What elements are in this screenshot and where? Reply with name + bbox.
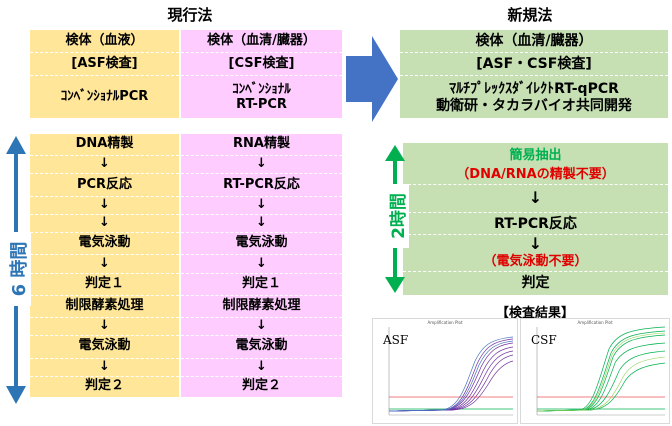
new-step-rt-pcr: RT-PCR反応 — [403, 211, 668, 234]
csf-step-judgement-1: 判定１ — [181, 272, 342, 295]
asf-step-judgement-1: 判定１ — [30, 272, 179, 295]
two-hour-label: 2時間 — [389, 193, 409, 239]
csf-sample-label: 検体（血清/臓器） — [207, 32, 316, 48]
asf-method-label: ｺﾝﾍﾞﾝｼｮﾅﾙPCR — [30, 75, 179, 119]
csf-step-rna-purification: RNA精製 — [233, 136, 290, 152]
asf-plot-title: Amplification Plot — [427, 320, 463, 325]
new-step-no-purification-note: （DNA/RNAの精製不要） — [456, 166, 615, 182]
csf-plot-title: Amplification Plot — [577, 320, 613, 325]
asf-step-arrow: ↓ — [30, 317, 179, 335]
csf-step-rt-pcr: RT-PCR反応 — [181, 173, 342, 195]
asf-step-pcr: PCR反応 — [30, 173, 179, 195]
csf-step-arrow: ↓ — [181, 213, 342, 232]
asf-step-dna-purification: DNA精製 — [75, 136, 134, 152]
big-right-arrow — [346, 36, 398, 122]
asf-step-judgement-2: 判定２ — [30, 375, 179, 397]
asf-sample-label: 検体（血液） — [65, 32, 144, 48]
csf-step-electrophoresis-2: 電気泳動 — [181, 335, 342, 357]
asf-plot-graph — [388, 327, 514, 416]
asf-plot-label: ASF — [383, 333, 409, 347]
new-method-heading: 新規法 — [507, 6, 553, 24]
asf-step-arrow: ↓ — [30, 155, 179, 173]
csf-step-restriction-enzyme: 制限酵素処理 — [181, 294, 342, 317]
csf-step-arrow: ↓ — [181, 254, 342, 272]
new-process-column: 簡易抽出 （DNA/RNAの精製不要） ↓ RT-PCR反応 ↓ （電気泳動不要… — [403, 143, 668, 295]
new-step-no-electrophoresis-note: （電気泳動不要） — [483, 253, 588, 269]
asf-step-restriction-enzyme: 制限酵素処理 — [30, 294, 179, 317]
asf-step-arrow: ↓ — [30, 357, 179, 376]
asf-test-label: [ASF検査] — [30, 52, 179, 75]
new-method-developer: 動衛研・タカラバイオ共同開発 — [436, 97, 632, 114]
csf-process-column: RNA精製 ↓ RT-PCR反応 ↓ ↓ 電気泳動 ↓ 判定１ 制限酵素処理 ↓… — [181, 134, 342, 397]
new-step-arrow: ↓ — [403, 234, 668, 253]
two-hour-label-bg — [381, 184, 409, 248]
csf-sample-box: 検体（血清/臓器） [CSF検査] ｺﾝﾍﾞﾝｼｮﾅﾙ RT-PCR — [181, 30, 342, 118]
csf-amplification-plot: Amplification Plot CSF — [520, 318, 670, 424]
current-method-heading: 現行法 — [167, 6, 213, 24]
asf-step-electrophoresis: 電気泳動 — [30, 232, 179, 254]
new-step-judgement: 判定 — [403, 270, 668, 295]
six-hour-label: 6 時間 — [9, 241, 30, 297]
csf-method-label-2: RT-PCR — [236, 96, 287, 112]
new-method-top-box: 検体（血清/臓器） [ASF・CSF検査] ﾏﾙﾁﾌﾟﾚｯｸｽﾀﾞｲﾚｸﾄRT-… — [400, 30, 668, 118]
csf-step-arrow: ↓ — [181, 317, 342, 335]
new-method-name: ﾏﾙﾁﾌﾟﾚｯｸｽﾀﾞｲﾚｸﾄRT-qPCR — [449, 81, 619, 98]
csf-step-arrow: ↓ — [181, 195, 342, 214]
new-sample-label: 検体（血清/臓器） — [475, 32, 593, 49]
six-hour-label-bg — [1, 232, 31, 306]
results-title: 【検査結果】 — [495, 306, 574, 321]
csf-plot-graph — [536, 326, 666, 416]
asf-process-column: DNA精製 ↓ PCR反応 ↓ ↓ 電気泳動 ↓ 判定１ 制限酵素処理 ↓ 電気… — [30, 134, 179, 397]
asf-step-arrow: ↓ — [30, 254, 179, 272]
asf-step-arrow: ↓ — [30, 213, 179, 232]
csf-step-arrow: ↓ — [181, 155, 342, 173]
csf-step-judgement-2: 判定２ — [181, 375, 342, 397]
new-test-label: [ASF・CSF検査] — [400, 52, 668, 75]
csf-test-label: [CSF検査] — [181, 52, 342, 75]
new-step-arrow: ↓ — [403, 183, 668, 212]
csf-method-label-1: ｺﾝﾍﾞﾝｼｮﾅﾙ — [232, 81, 291, 97]
asf-step-arrow: ↓ — [30, 195, 179, 214]
asf-step-electrophoresis-2: 電気泳動 — [30, 335, 179, 357]
new-step-simple-extraction: 簡易抽出 — [509, 148, 562, 164]
asf-amplification-plot: Amplification Plot ASF — [372, 318, 518, 424]
asf-sample-box: 検体（血液） [ASF検査] ｺﾝﾍﾞﾝｼｮﾅﾙPCR — [30, 30, 179, 118]
csf-step-electrophoresis: 電気泳動 — [181, 232, 342, 254]
csf-plot-label: CSF — [531, 333, 557, 347]
csf-step-arrow: ↓ — [181, 357, 342, 376]
